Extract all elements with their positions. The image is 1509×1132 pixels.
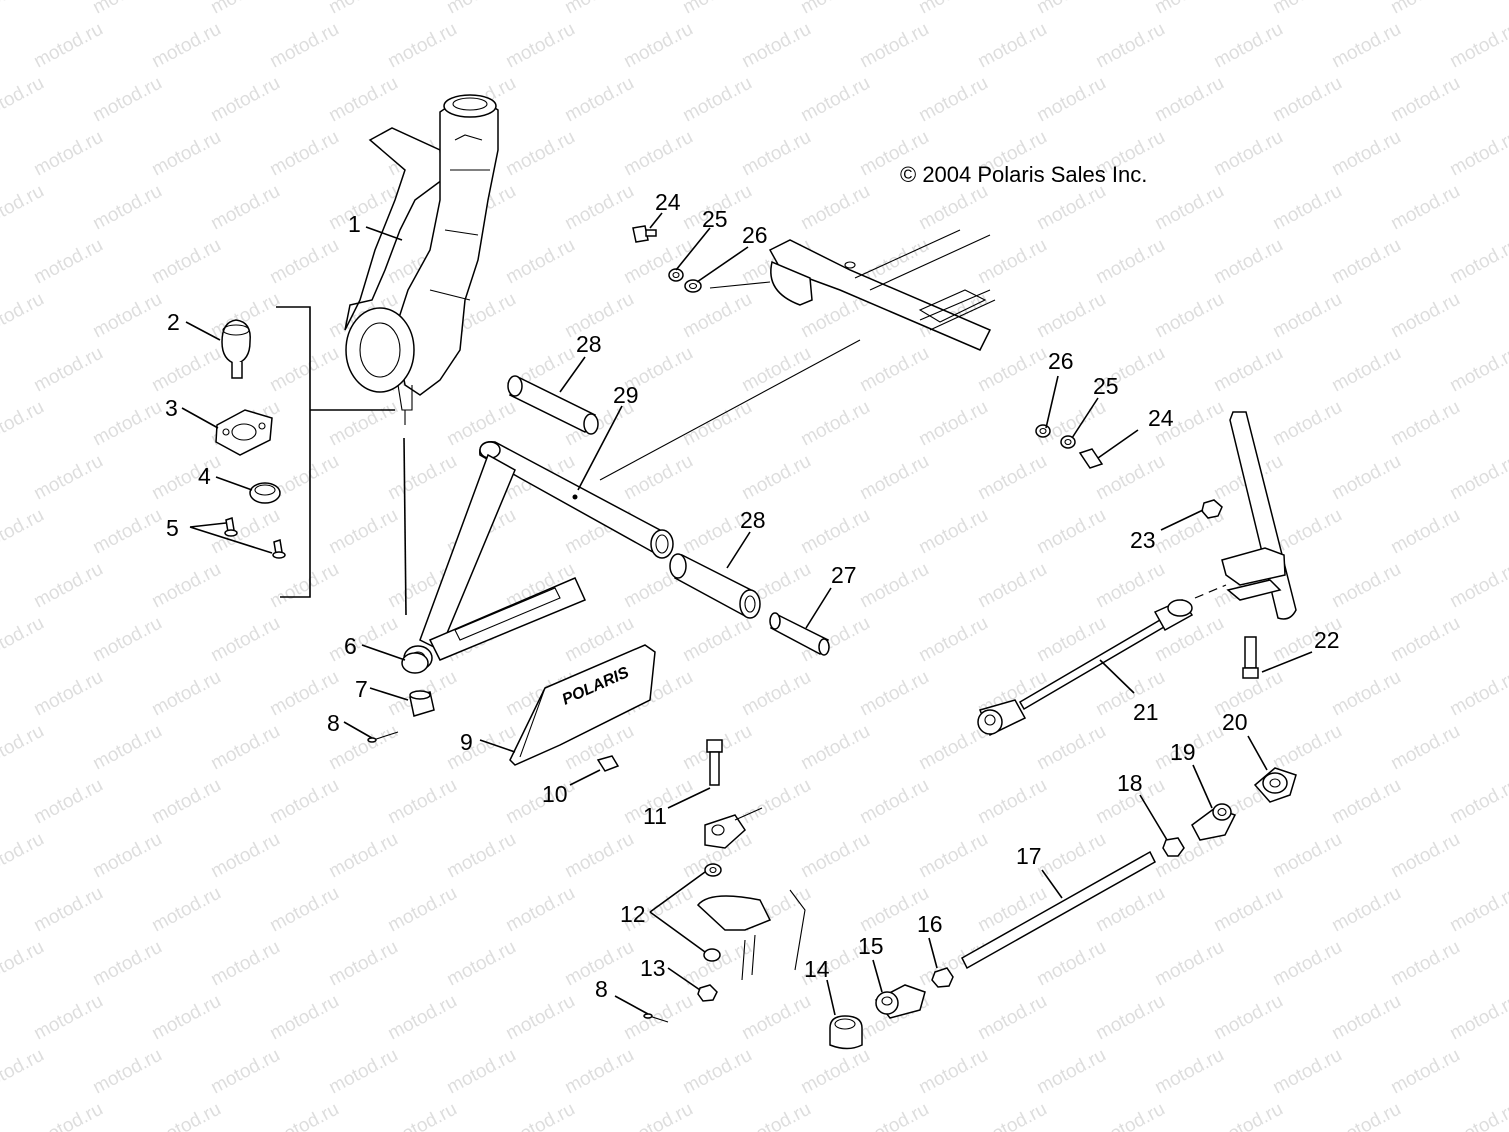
part-10-bolt: [596, 755, 620, 772]
callout-25-upper: 25: [702, 206, 728, 232]
part-6-pivot: [401, 652, 429, 674]
callout-6: 6: [344, 633, 357, 659]
callout-14: 14: [804, 956, 830, 982]
steering-arm: [696, 807, 806, 981]
callout-23: 23: [1130, 527, 1156, 553]
part-23-nut: [1201, 499, 1223, 519]
callout-29: 29: [613, 382, 639, 408]
callout-12: 12: [620, 901, 646, 927]
part-21-tie-rod: [977, 599, 1194, 737]
assembly-line: [599, 339, 861, 481]
part-13-nut: [697, 984, 718, 1002]
callout-18: 18: [1117, 770, 1143, 796]
part-20-rod-end: [1253, 767, 1297, 803]
part-12-washer: [703, 863, 722, 962]
callout-22: 22: [1314, 627, 1340, 653]
part-8-cotter-pin-upper: [367, 731, 399, 743]
callout-4: 4: [198, 463, 211, 489]
part-1-spindle: [344, 94, 499, 425]
callout-28-lower: 28: [740, 507, 766, 533]
group-bracket: [276, 306, 395, 598]
callout-16: 16: [917, 911, 943, 937]
part-15-rod-end: [874, 984, 926, 1019]
part-5-screws: [224, 517, 286, 559]
callout-19: 19: [1170, 739, 1196, 765]
callout-11: 11: [643, 803, 667, 829]
part-25-washer-upper: [668, 268, 684, 282]
part-25-washer-lower: [1060, 435, 1076, 449]
callout-21: 21: [1133, 699, 1159, 725]
callout-27: 27: [831, 562, 857, 588]
assembly-line: [403, 437, 407, 616]
part-29-a-arm: [403, 441, 674, 671]
part-24-bolt-lower: [1078, 448, 1104, 469]
part-9-a-arm-guard: POLARIS: [509, 644, 656, 766]
part-22-bolt: [1242, 636, 1259, 679]
callout-3: 3: [165, 395, 178, 421]
copyright-text: © 2004 Polaris Sales Inc.: [900, 162, 1147, 187]
part-11-bolt: [706, 739, 723, 786]
part-26-washer-lower: [1035, 424, 1051, 438]
callout-9: 9: [460, 729, 473, 755]
part-27-sleeve: [769, 612, 830, 656]
callout-13: 13: [640, 955, 666, 981]
callout-20: 20: [1222, 709, 1248, 735]
part-19-rod-end: [1191, 803, 1237, 841]
steering-column: [1194, 411, 1297, 620]
callout-24-lower: 24: [1148, 405, 1174, 431]
callout-1: 1: [348, 211, 361, 237]
callout-24-upper: 24: [655, 189, 681, 215]
callout-labels: 1 2 3 4 5 6 7 8 8 9 10 11 12 13 14 15 16…: [165, 189, 1340, 1002]
callout-2: 2: [167, 309, 180, 335]
part-8-cotter-pin-lower: [643, 1013, 669, 1023]
part-28-bushing-lower: [669, 553, 761, 619]
callout-28-upper: 28: [576, 331, 602, 357]
callout-8-upper: 8: [327, 710, 340, 736]
callout-8-lower: 8: [595, 976, 608, 1002]
callout-5: 5: [166, 515, 179, 541]
part-16-jam-nut: [931, 967, 954, 988]
part-26-washer-upper: [684, 279, 702, 293]
callout-26-upper: 26: [742, 222, 768, 248]
part-28-bushing-upper: [507, 375, 599, 435]
part-4-retaining-ring: [249, 482, 281, 504]
callout-25-lower: 25: [1093, 373, 1119, 399]
callout-10: 10: [542, 781, 568, 807]
callout-15: 15: [858, 933, 884, 959]
leader-lines: [181, 212, 1313, 1016]
part-17-tie-rod: [961, 850, 1156, 970]
part-24-bolt-upper: [632, 225, 657, 243]
part-7-castle-nut: [409, 690, 435, 717]
part-14-bushing: [829, 1015, 863, 1050]
callout-26-lower: 26: [1048, 348, 1074, 374]
part-3-mounting-plate: [215, 409, 273, 456]
callout-7: 7: [355, 676, 368, 702]
callout-17: 17: [1016, 843, 1042, 869]
part-18-jam-nut: [1162, 837, 1185, 857]
assembly-line: [709, 281, 771, 289]
frame-section: [768, 229, 996, 351]
part-2-ball-joint: [221, 319, 251, 379]
